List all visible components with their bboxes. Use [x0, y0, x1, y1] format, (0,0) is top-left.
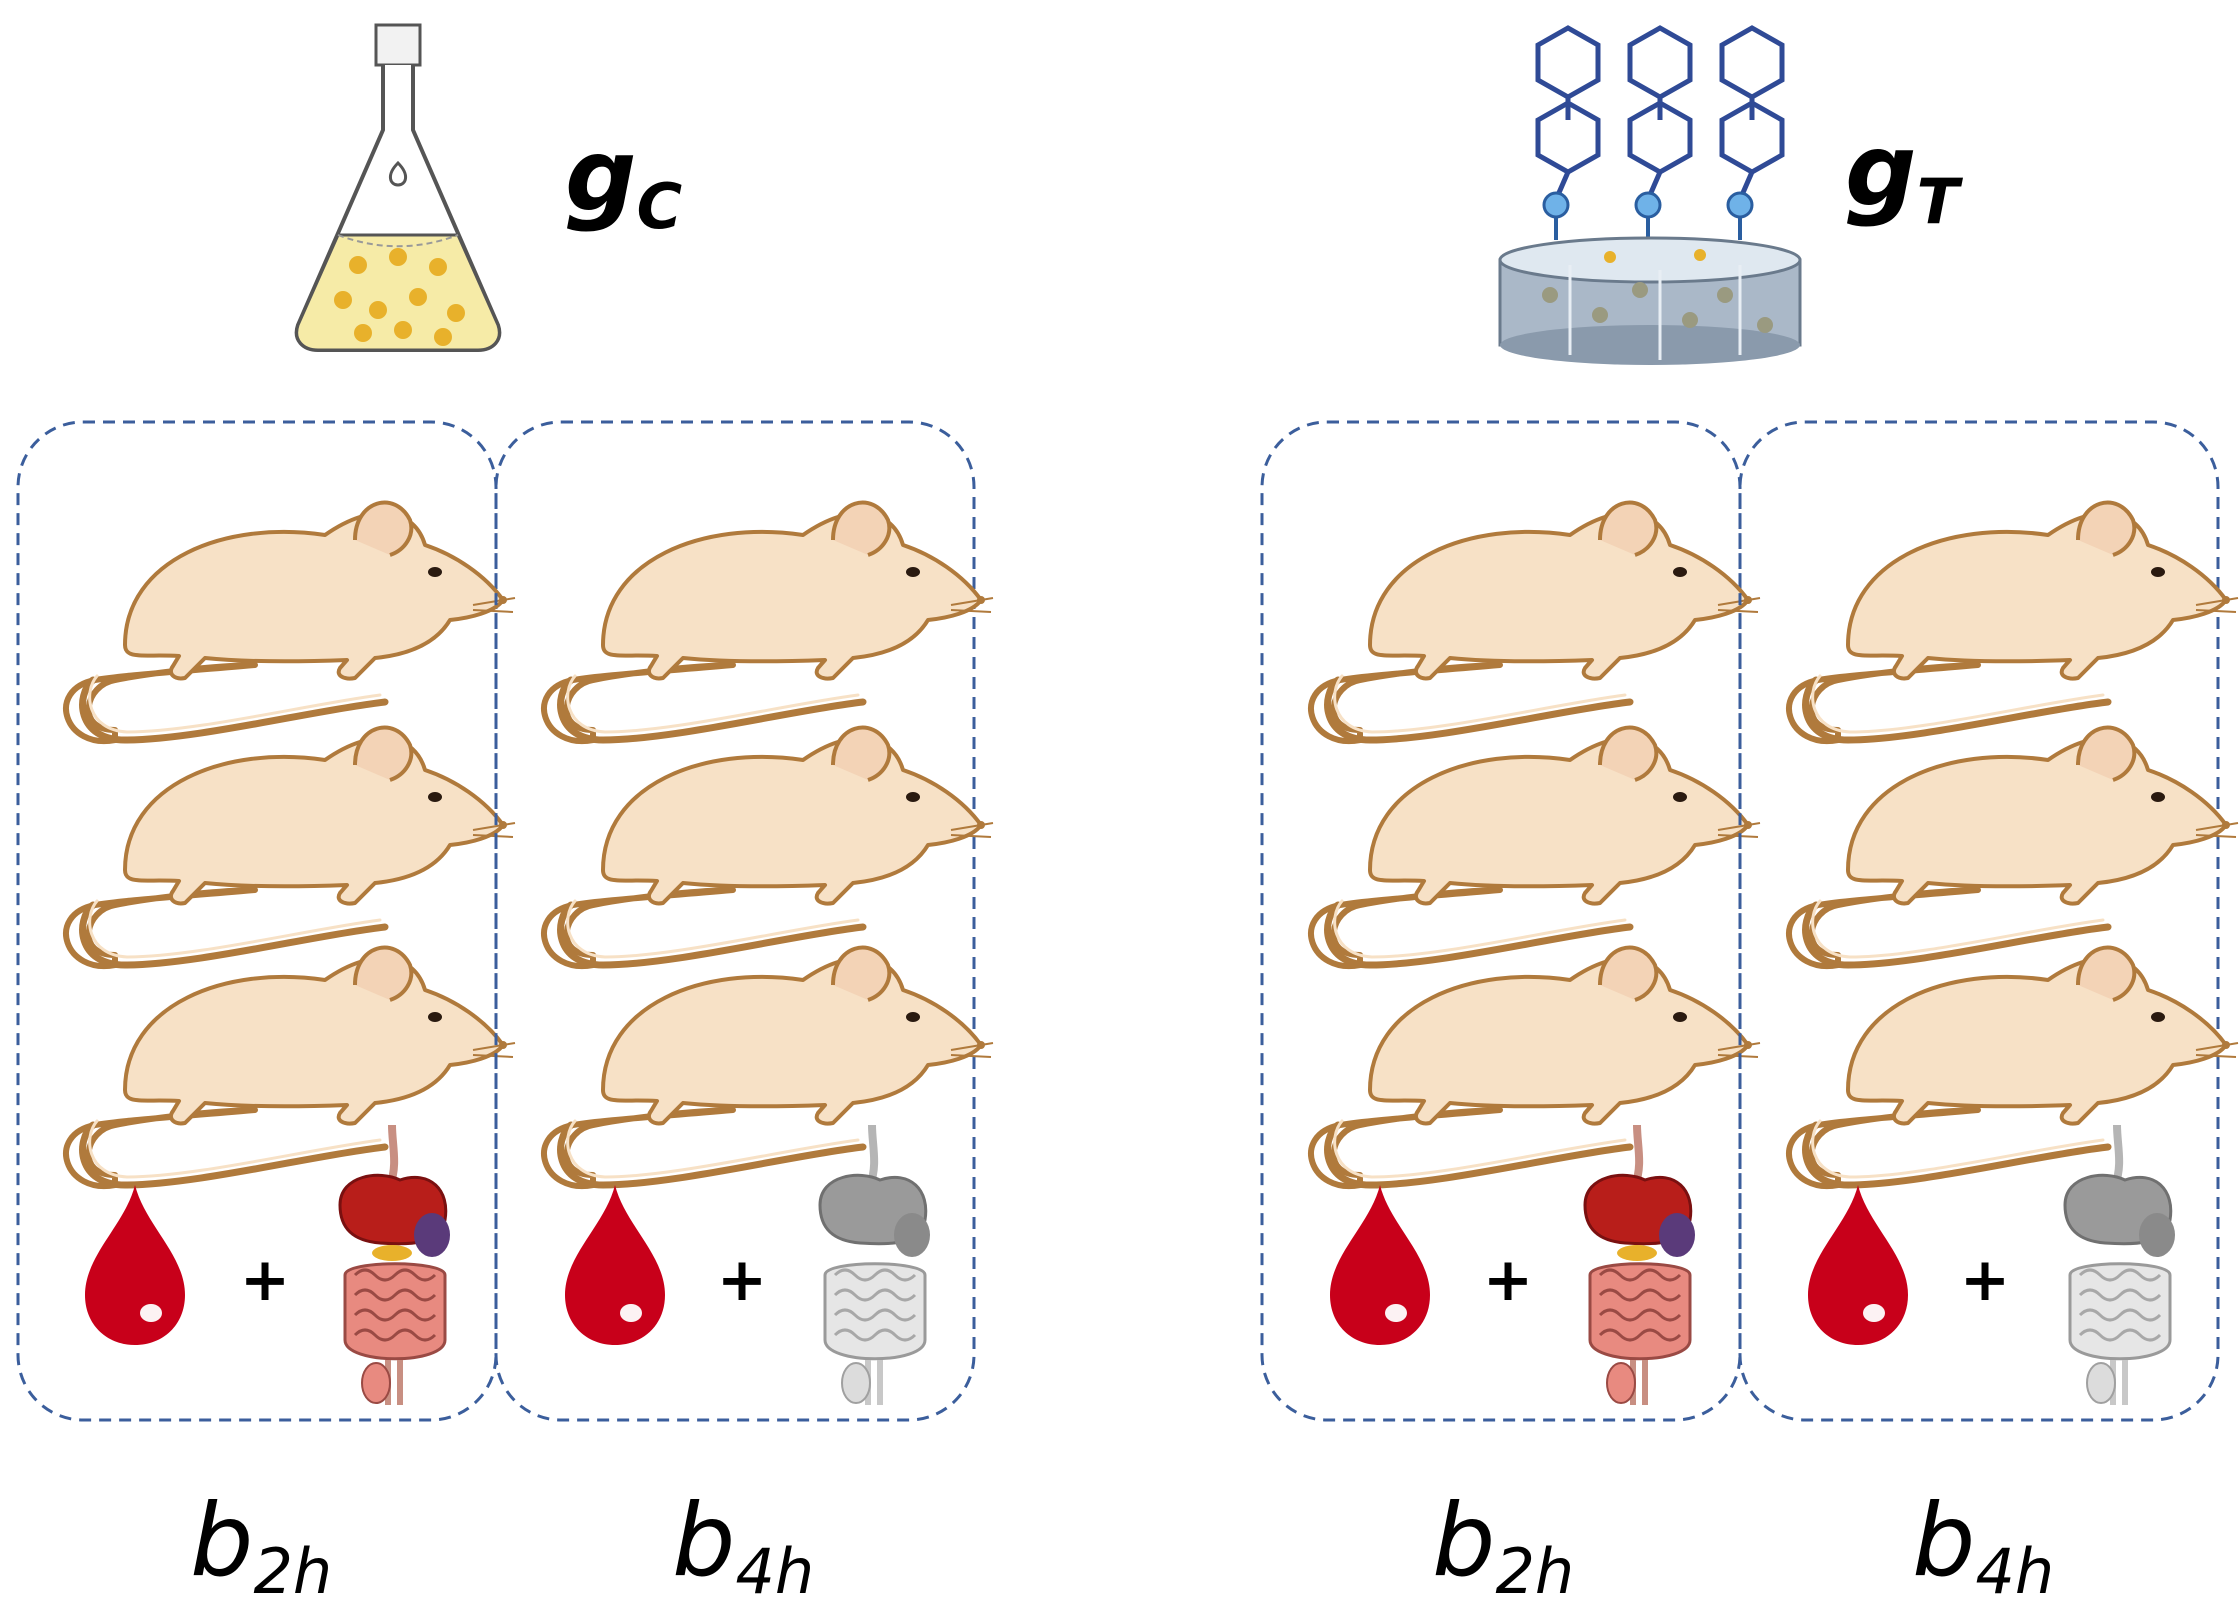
blood-drop-icon: [1808, 1185, 1908, 1345]
box-gc-2h: +: [16, 420, 515, 1422]
rat-icon: [1789, 948, 2238, 1187]
rat-icon: [1311, 728, 1760, 967]
plus-sign: +: [1960, 1245, 2010, 1315]
digestive-organs-gray-icon: [820, 1125, 930, 1405]
box-gt-2h-label: b2h: [1432, 1482, 1574, 1605]
rat-icon: [66, 503, 515, 742]
plus-sign: +: [1483, 1245, 1533, 1315]
group-c-label-sub: C: [637, 170, 683, 243]
box-gt-4h-label-main: b: [1912, 1482, 1975, 1599]
plus-sign: +: [240, 1245, 290, 1315]
flask-icon: [294, 23, 502, 352]
box-gc-4h-label-sub: 4h: [735, 1535, 814, 1605]
digestive-organs-color-icon: [340, 1125, 450, 1405]
rat-icon: [66, 728, 515, 967]
functionalized-bead-icon: [1498, 28, 1802, 365]
rat-icon: [544, 948, 993, 1187]
rat-icon: [1789, 728, 2238, 967]
group-c-header: gC: [294, 23, 682, 352]
plus-sign: +: [717, 1245, 767, 1315]
blood-drop-icon: [1330, 1185, 1430, 1345]
box-gt-2h: +: [1260, 420, 1760, 1422]
blood-drop-icon: [565, 1185, 665, 1345]
digestive-organs-gray-icon: [2065, 1125, 2175, 1405]
box-gt-4h-label-sub: 4h: [1975, 1535, 2054, 1605]
box-gt-4h-label: b4h: [1912, 1482, 2054, 1605]
box-gt-2h-label-sub: 2h: [1495, 1535, 1574, 1605]
box-gc-2h-label-main: b: [190, 1482, 253, 1599]
rat-icon: [1311, 948, 1760, 1187]
group-t-header: gT: [1498, 28, 1964, 365]
rat-icon: [66, 948, 515, 1187]
box-gc-4h-label-main: b: [672, 1482, 735, 1599]
rat-icon: [544, 503, 993, 742]
box-gc-2h-label-sub: 2h: [253, 1535, 332, 1605]
group-t-label-sub: T: [1917, 165, 1964, 238]
box-gt-4h: +: [1738, 420, 2238, 1422]
group-c-label: gC: [565, 117, 682, 243]
rat-icon: [1789, 503, 2238, 742]
box-gt-2h-label-main: b: [1432, 1482, 1495, 1599]
box-gc-4h-label: b4h: [672, 1482, 814, 1605]
box-gc-4h: +: [494, 420, 993, 1422]
box-gc-2h-label: b2h: [190, 1482, 332, 1605]
group-c-label-main: g: [565, 117, 637, 234]
rat-icon: [1311, 503, 1760, 742]
rat-icon: [544, 728, 993, 967]
group-t-label-main: g: [1845, 112, 1917, 229]
group-t-label: gT: [1845, 112, 1964, 238]
digestive-organs-color-icon: [1585, 1125, 1695, 1405]
dashed-box: [494, 420, 976, 1422]
blood-drop-icon: [85, 1185, 185, 1345]
dashed-box: [1738, 420, 2220, 1422]
